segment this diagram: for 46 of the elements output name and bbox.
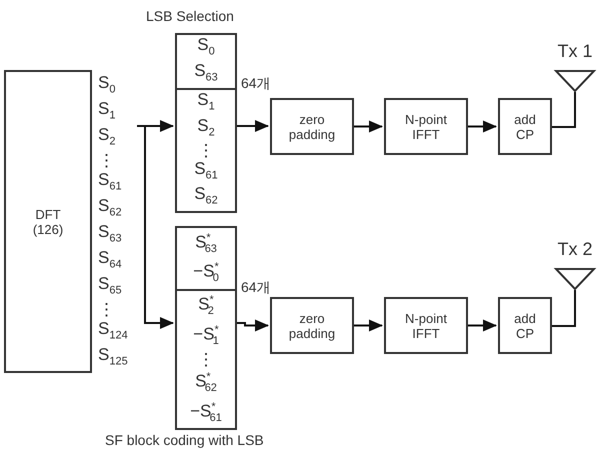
symbol-label: S$_{1}$ [98,100,116,124]
symbol-label: S$_{61}$ [194,160,218,184]
process-box: add CP [498,98,552,155]
caption-label: LSB Selection [146,8,234,24]
symbol-label: S$_{124}$ [98,320,128,343]
symbol-label: S$_{62}$ [194,185,218,209]
symbol-label: S$_{2}$ [98,126,116,150]
arrow [468,320,497,332]
process-box: zero padding [270,297,354,354]
table-cell [175,289,237,430]
symbol-label: ⋮ [198,142,214,159]
transform-box: DFT (126) [4,70,92,373]
symbol-label: ⋮ [198,350,214,368]
caption-label: SF block coding with LSB [105,432,264,448]
symbol-label: S$_{125}$ [98,346,128,369]
count-label: 64개 [241,279,271,297]
arrow [237,320,269,332]
symbol-label: S$_{0}$ [98,74,116,98]
process-box: N-point IFFT [384,297,468,354]
arrow [354,320,383,332]
connector-line [552,92,576,128]
arrow [237,120,269,132]
symbol-label: S$_{0}$ [197,36,215,60]
symbol-label: ⋮ [98,300,115,318]
antenna-label: Tx 1 [556,40,594,62]
symbol-label: S$_{1}$ [197,91,215,114]
symbol-label: S$_{63}$ [194,62,218,86]
table-cell [175,226,237,291]
symbol-label: ⋮ [98,152,115,170]
arrow [354,120,383,132]
process-box: zero padding [270,98,354,155]
antenna-label: Tx 2 [556,238,594,260]
table-cell [175,88,237,213]
symbol-label: S$_{2}$ [197,116,215,140]
symbol-label: S$_{63}$ [98,222,122,246]
process-box: N-point IFFT [384,98,468,155]
symbol-label: S$_{62}$ [98,196,122,220]
process-box: add CP [498,297,552,354]
count-label: 64개 [241,75,271,93]
symbol-label: S$_{64}$ [98,248,122,272]
arrow [468,120,497,132]
arrow [137,125,174,329]
symbol-label: S$_{65}$ [98,274,122,298]
symbol-label: S$_{61}$ [98,170,122,194]
table-cell [175,33,237,90]
connector-line [552,290,576,327]
